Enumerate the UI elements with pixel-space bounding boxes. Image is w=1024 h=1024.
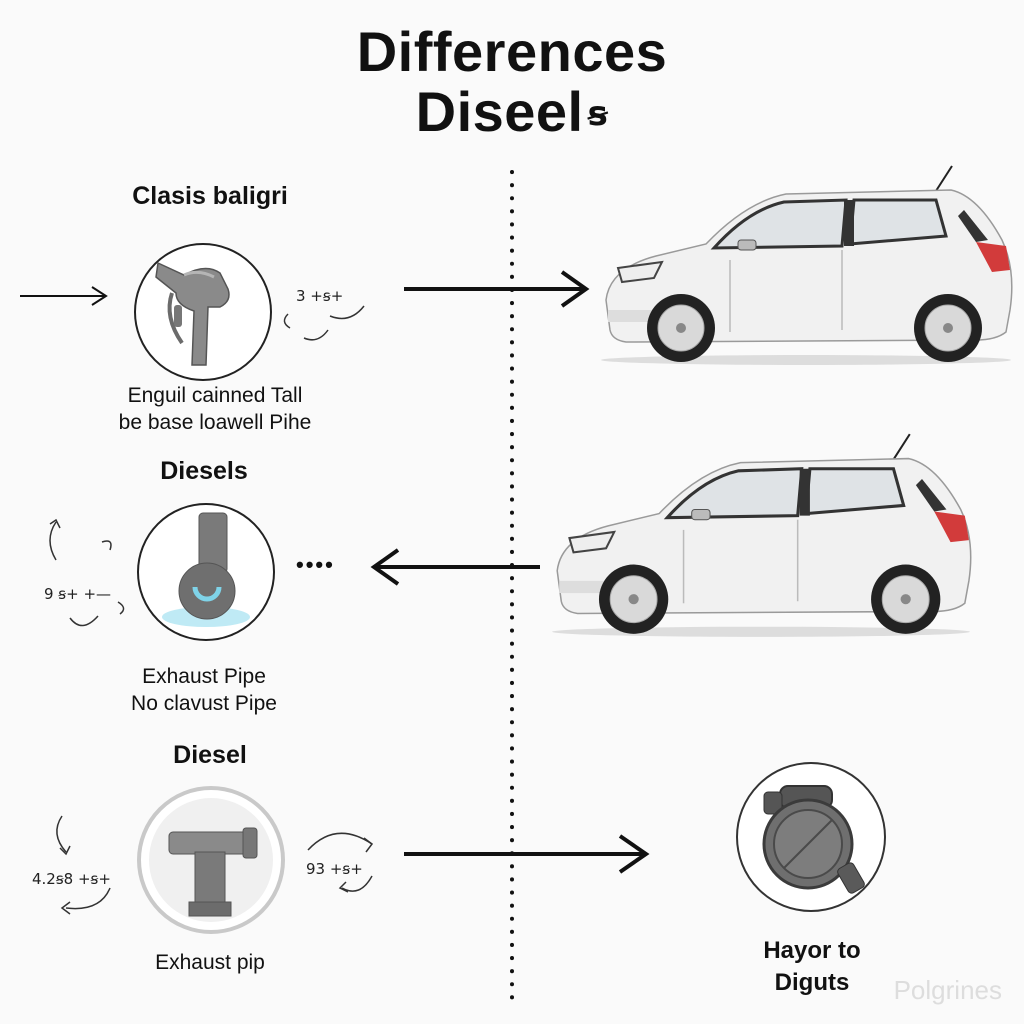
section-1-caption: Enguil cainned Tall be base loawell Pihe — [60, 382, 370, 436]
hatchback-car-icon — [601, 165, 1013, 365]
fuel-cap-circle — [736, 762, 886, 912]
exhaust-pipe-blue-icon — [162, 512, 250, 627]
title-line-2-text: Diseel — [415, 80, 584, 143]
long-arrow-right-icon — [404, 270, 590, 308]
dotted-leader: •••• — [296, 552, 335, 577]
section-2-note: 9 ꞩ+ +— — [44, 585, 112, 603]
fuel-nozzle-circle — [134, 243, 272, 381]
squiggle-marks-icon — [56, 815, 111, 915]
long-arrow-right-icon — [404, 834, 650, 874]
section-1-caption-line-1: Enguil cainned Tall — [127, 384, 303, 407]
section-2-caption: Exhaust Pipe No clavust Pipe — [94, 663, 314, 717]
vertical-dotted-divider — [510, 170, 514, 1008]
section-1-heading: Clasis baligri — [132, 182, 288, 210]
arrow-right-icon — [20, 286, 108, 306]
right-panel-caption-line-2: Diguts — [774, 969, 850, 996]
section-3-note-left: 4.2ꞩ8 +ꞩ+ — [32, 870, 111, 888]
section-3-caption: Exhaust pip — [155, 951, 265, 974]
squiggle-marks-icon — [307, 832, 374, 893]
section-1-caption-line-2: be base loawell Pihe — [118, 411, 312, 434]
hatchback-car-icon — [552, 433, 972, 637]
title-line-1: Differences — [356, 20, 668, 83]
squiggle-marks-icon — [49, 518, 125, 627]
section-2-heading: Diesels — [160, 457, 248, 485]
section-3-heading: Diesel — [173, 741, 247, 769]
squiggle-marks-icon — [283, 305, 365, 341]
title-trail-glyph: ꞩ — [587, 95, 609, 133]
pipe-connector-icon — [149, 798, 273, 922]
section-2-caption-line-1: Exhaust Pipe — [142, 665, 266, 688]
fuel-nozzle-icon — [155, 261, 230, 366]
right-panel-caption: Hayor to Diguts — [722, 935, 902, 999]
section-3-note-right: 93 +ꞩ+ — [306, 860, 363, 878]
long-arrow-left-icon — [370, 548, 540, 586]
section-2-caption-line-2: No clavust Pipe — [131, 692, 277, 715]
watermark: Polgrines — [893, 975, 1002, 1005]
pipe-connector-circle — [137, 786, 285, 934]
section-1-note: 3 +ꞩ+ — [296, 287, 344, 305]
exhaust-pipe-circle — [137, 503, 275, 641]
fuel-cap-icon — [762, 785, 865, 894]
right-panel-caption-line-1: Hayor to — [763, 937, 861, 964]
